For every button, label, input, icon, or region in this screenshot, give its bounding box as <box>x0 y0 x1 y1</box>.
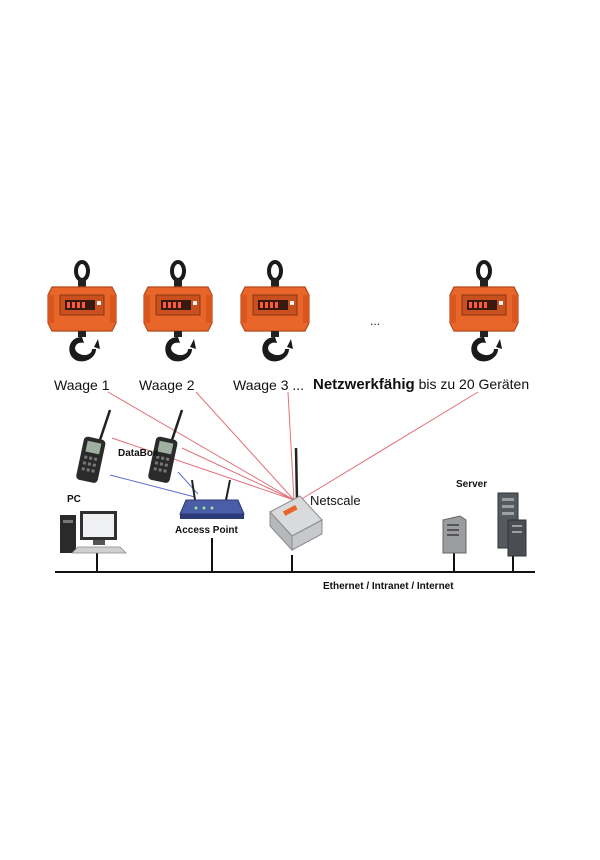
wireless-links <box>109 471 199 498</box>
pc-label: PC <box>67 494 81 505</box>
databox-handheld-2-icon <box>146 408 184 485</box>
server-tower-icon <box>442 515 467 554</box>
wireless-link-databox-2 <box>177 471 199 495</box>
radio-link-waage-n <box>299 391 479 501</box>
netzwerkfaehig-emphasis: Netzwerkfähig <box>313 376 415 393</box>
access-point-router-icon <box>179 479 245 519</box>
radio-links <box>107 391 479 501</box>
access-point-label: Access Point <box>175 525 238 536</box>
radio-link-waage2 <box>195 391 295 501</box>
radio-link-waage3 <box>287 391 295 501</box>
radio-link-databox-2 <box>181 447 295 501</box>
ethernet-label: Ethernet / Intranet / Internet <box>323 581 454 592</box>
device-limit-text: bis zu 20 Geräten <box>418 376 530 392</box>
databox-label: DataBox <box>118 448 159 459</box>
network-bus <box>55 538 535 573</box>
crane-scale-n-icon <box>448 260 520 364</box>
databox-handheld-1-icon <box>74 408 112 485</box>
crane-scale-1-icon <box>46 260 118 364</box>
more-scales-ellipsis: ... <box>370 314 381 328</box>
waage-1-label: Waage 1 <box>54 377 110 393</box>
waage-2-label: Waage 2 <box>139 377 195 393</box>
crane-scale-3-icon <box>239 260 311 364</box>
network-capability-note: Netzwerkfähig bis zu 20 Geräten <box>313 376 529 393</box>
pc-workstation-icon <box>60 511 127 554</box>
server-label: Server <box>456 479 488 490</box>
netscale-label: Netscale <box>310 493 361 508</box>
server-rack-icon <box>497 492 527 557</box>
radio-link-databox-1 <box>111 437 295 501</box>
radio-link-waage1 <box>107 391 295 501</box>
netscale-device-icon <box>269 447 323 552</box>
wireless-link-databox-1 <box>109 474 196 498</box>
crane-scale-2-icon <box>142 260 214 364</box>
waage-3-label: Waage 3 ... <box>233 377 305 393</box>
